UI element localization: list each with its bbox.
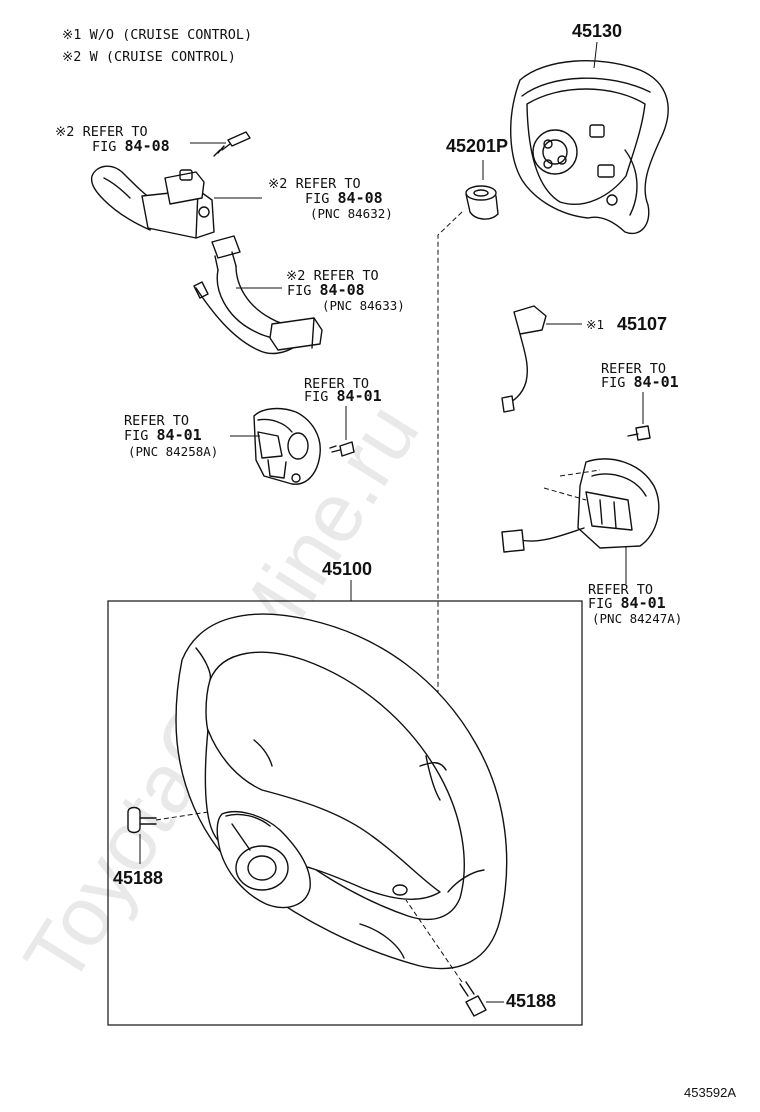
label-45201p: 45201P bbox=[446, 136, 508, 156]
label-45107-mark: ※1 bbox=[586, 317, 604, 332]
ref-wire-pnc: (PNC 84633) bbox=[322, 298, 405, 313]
ref-bolt-mid-l1: REFER TO bbox=[304, 376, 369, 392]
bolt-45188-left[interactable] bbox=[127, 806, 157, 834]
steering-wheel-frame bbox=[107, 600, 583, 1026]
ref-cover-right-pnc: (PNC 84247A) bbox=[592, 611, 682, 626]
ref-wire-fig: FIG 84-08 bbox=[287, 281, 365, 299]
cruise-control-switch[interactable] bbox=[90, 165, 215, 239]
lower-cover-left[interactable] bbox=[253, 407, 321, 485]
bolt-mid[interactable] bbox=[329, 441, 355, 457]
ref-cover-left-pnc: (PNC 84258A) bbox=[128, 444, 218, 459]
nut-45201p[interactable] bbox=[465, 185, 499, 220]
ref-bolt-mid-fig: FIG 84-01 bbox=[304, 387, 382, 405]
ref-cover-right-l1: REFER TO bbox=[588, 582, 653, 598]
ref-wire-l1: ※2 REFER TO bbox=[286, 268, 379, 284]
note-1: ※1 W/O (CRUISE CONTROL) bbox=[62, 27, 252, 43]
ref-bolt-right-l1: REFER TO bbox=[601, 361, 666, 377]
ref-bolt-top-l1: ※2 REFER TO bbox=[55, 124, 148, 140]
ref-cover-left-l1: REFER TO bbox=[124, 413, 189, 429]
ref-cover-right-fig: FIG 84-01 bbox=[588, 594, 666, 612]
bolt-right[interactable] bbox=[627, 425, 651, 441]
airbag-module-45130[interactable] bbox=[510, 59, 669, 235]
ref-switch-l1: ※2 REFER TO bbox=[268, 176, 361, 192]
ref-switch-fig: FIG 84-08 bbox=[305, 189, 383, 207]
steering-wheel-45100[interactable] bbox=[175, 613, 508, 970]
ref-cover-left-fig: FIG 84-01 bbox=[124, 426, 202, 444]
bolt-top[interactable] bbox=[213, 131, 251, 157]
label-45100: 45100 bbox=[322, 559, 372, 579]
label-45188-left: 45188 bbox=[113, 868, 163, 888]
ref-bolt-right-fig: FIG 84-01 bbox=[601, 373, 679, 391]
label-45107: 45107 bbox=[617, 314, 667, 334]
cruise-wire-harness[interactable] bbox=[193, 235, 323, 355]
note-2: ※2 W (CRUISE CONTROL) bbox=[62, 49, 236, 65]
ref-bolt-top-fig: FIG 84-08 bbox=[92, 137, 170, 155]
lower-cover-right[interactable] bbox=[501, 458, 660, 553]
label-45188-bottom: 45188 bbox=[506, 991, 556, 1011]
label-45130: 45130 bbox=[572, 21, 622, 41]
diagram-code: 453592A bbox=[684, 1085, 736, 1100]
bolt-45188-bottom[interactable] bbox=[459, 981, 487, 1017]
ref-switch-pnc: (PNC 84632) bbox=[310, 206, 393, 221]
horn-wire-45107[interactable] bbox=[501, 305, 547, 413]
